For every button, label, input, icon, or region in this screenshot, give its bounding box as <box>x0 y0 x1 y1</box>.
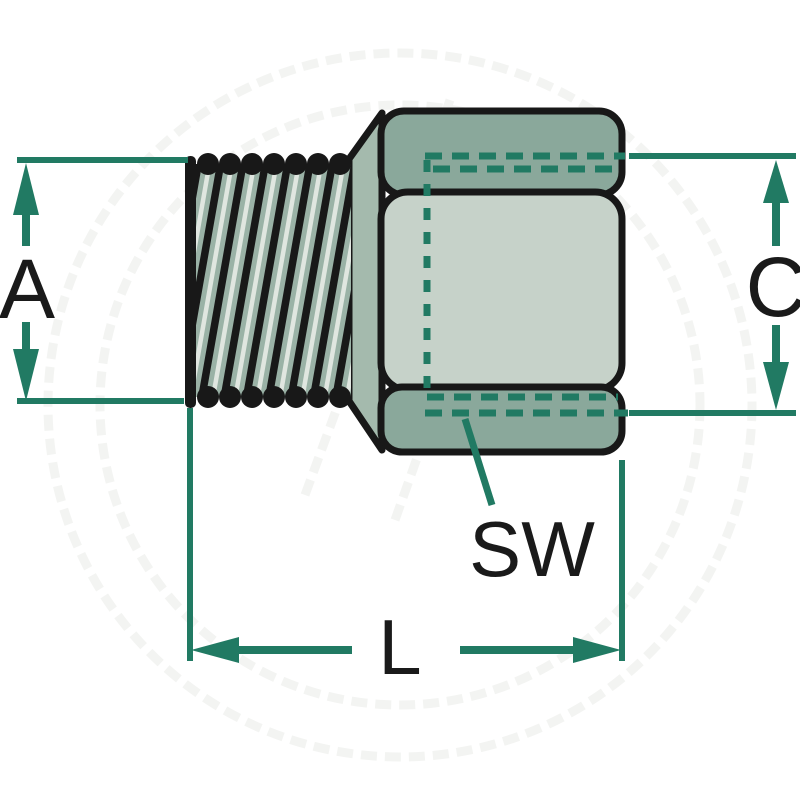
thread-left-edge <box>185 156 196 408</box>
male-thread-section <box>185 153 351 408</box>
thread-crest <box>241 386 263 408</box>
thread-stripes <box>189 164 351 397</box>
dimension-label-sw: SW <box>469 505 595 593</box>
hex-facet-bottom <box>377 383 626 456</box>
thread-crests-top <box>197 153 351 175</box>
thread-crest <box>241 153 263 175</box>
thread-crests-bottom <box>197 386 351 408</box>
watermark-arc <box>43 48 757 762</box>
a-arrowhead-up <box>13 163 39 215</box>
c-arrowhead-down <box>763 362 789 410</box>
fitting-body <box>185 107 628 456</box>
thread-crest <box>219 153 241 175</box>
thread-crest <box>197 153 219 175</box>
l-arrowhead-right <box>573 637 621 663</box>
sw-leader-line <box>461 417 496 507</box>
dimension-l: L <box>187 408 625 691</box>
thread-crest <box>307 386 329 408</box>
a-arrowhead-down <box>13 349 39 401</box>
thread-crest <box>307 153 329 175</box>
dimension-a: A <box>0 157 188 404</box>
dimension-label-c: C <box>746 240 800 334</box>
hex-body <box>377 107 626 456</box>
thread-crest <box>329 153 351 175</box>
watermark-arc <box>95 100 705 710</box>
c-arrowhead-up <box>763 160 789 203</box>
thread-crest <box>263 386 285 408</box>
hex-facet-top <box>377 107 626 199</box>
thread-crest <box>285 153 307 175</box>
hex-facet-middle <box>377 188 626 394</box>
sw-callout: SW <box>461 417 595 593</box>
thread-crest <box>197 386 219 408</box>
hidden-thread-dashes <box>423 152 628 417</box>
thread-crest <box>263 153 285 175</box>
dimension-c: C <box>629 153 800 416</box>
thread-crest <box>285 386 307 408</box>
cone-transition <box>345 109 386 454</box>
thread-crest <box>329 386 351 408</box>
l-arrowhead-left <box>191 637 239 663</box>
dimension-label-l: L <box>378 603 421 691</box>
thread-crest <box>219 386 241 408</box>
dimension-label-a: A <box>0 242 55 336</box>
